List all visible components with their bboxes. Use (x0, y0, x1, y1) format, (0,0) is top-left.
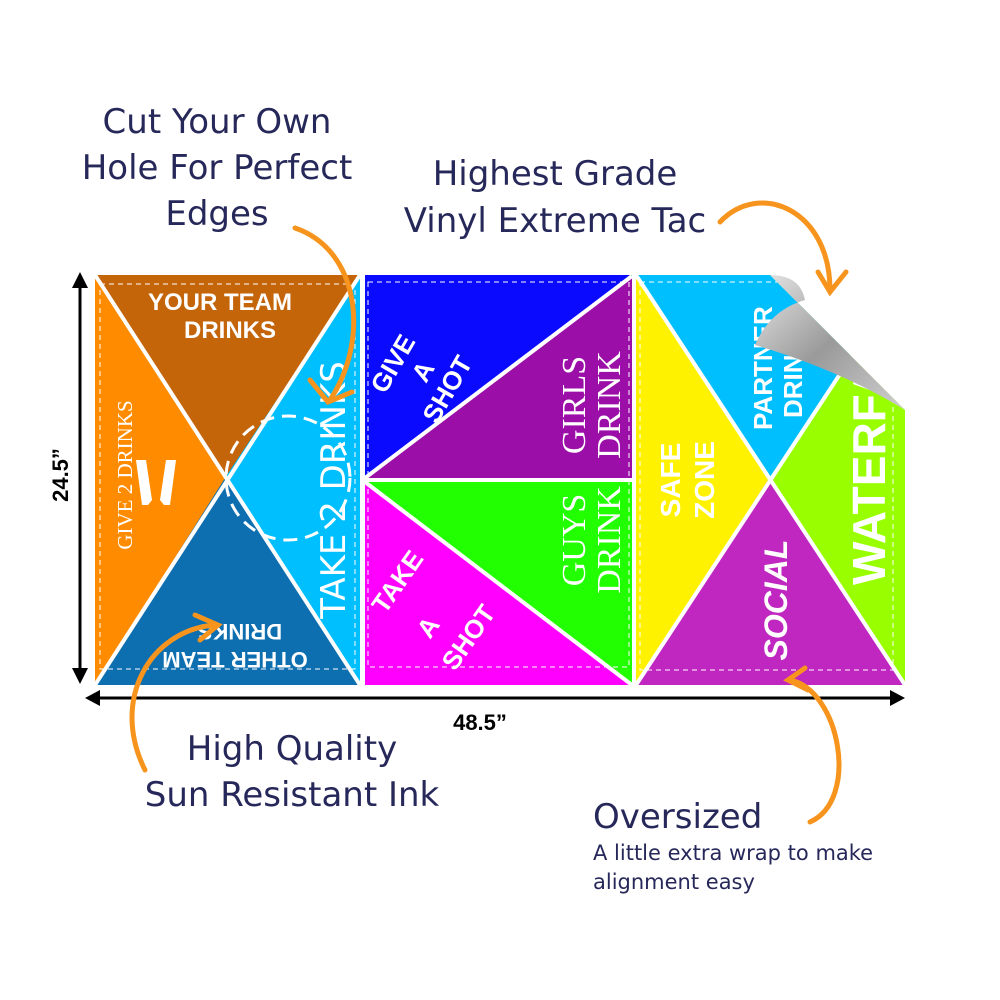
svg-text:GUYS: GUYS (556, 494, 593, 587)
your-team-triangle (95, 275, 360, 478)
svg-text:DRINKS: DRINKS (184, 317, 276, 344)
svg-text:Cut Your Own: Cut Your Own (103, 102, 332, 142)
width-dimension: 48.5” (85, 690, 905, 735)
give-2-drinks-label: GIVE 2 DRINKS (113, 400, 137, 549)
give-2-triangle (95, 275, 225, 685)
svg-text:Hole For Perfect: Hole For Perfect (82, 148, 353, 188)
arrow-icons (129, 200, 849, 825)
svg-text:ZONE: ZONE (689, 441, 720, 519)
ink-callout: High Quality Sun Resistant Ink (145, 729, 440, 815)
svg-text:Edges: Edges (165, 194, 268, 234)
svg-text:SAFE: SAFE (655, 443, 686, 518)
svg-text:DRINK: DRINK (591, 351, 628, 459)
waterfall-label: WATERFALL (843, 307, 895, 585)
svg-text:Sun Resistant Ink: Sun Resistant Ink (145, 775, 440, 815)
svg-text:GIRLS: GIRLS (556, 356, 593, 454)
middle-panel: GIVE A SHOT GIRLS DRINK GUYS DRINK TAKE … (365, 275, 632, 685)
cut-hole-callout: Cut Your Own Hole For Perfect Edges (82, 102, 353, 234)
svg-text:OTHER TEAM: OTHER TEAM (162, 647, 307, 672)
svg-text:24.5”: 24.5” (48, 448, 73, 502)
svg-text:Vinyl Extreme Tac: Vinyl Extreme Tac (404, 201, 706, 241)
take-2-triangle (225, 275, 360, 685)
svg-text:Highest Grade: Highest Grade (433, 154, 678, 194)
svg-text:High Quality: High Quality (187, 729, 397, 769)
safe-zone-triangle (636, 275, 768, 685)
vinyl-callout: Highest Grade Vinyl Extreme Tac (404, 154, 706, 241)
social-label: SOCIAL (758, 540, 794, 661)
social-triangle (636, 480, 905, 685)
bottles-icon (136, 460, 176, 505)
svg-text:Oversized: Oversized (593, 797, 762, 837)
peeling-corner (755, 275, 905, 410)
svg-text:A little extra wrap to make: A little extra wrap to make (593, 841, 873, 865)
height-dimension: 24.5” (48, 272, 88, 684)
oversized-callout: Oversized A little extra wrap to make al… (593, 797, 873, 894)
cut-hole-guide (224, 414, 352, 542)
take-2-drinks-label: TAKE 2 DRINKS (314, 361, 354, 620)
your-team-label: YOUR TEAM (148, 289, 292, 316)
svg-text:48.5”: 48.5” (453, 710, 507, 735)
left-panel: YOUR TEAM DRINKS GIVE 2 DRINKS TAKE 2 DR… (95, 275, 360, 685)
svg-text:alignment easy: alignment easy (593, 870, 755, 894)
svg-text:DRINK: DRINK (591, 486, 628, 594)
